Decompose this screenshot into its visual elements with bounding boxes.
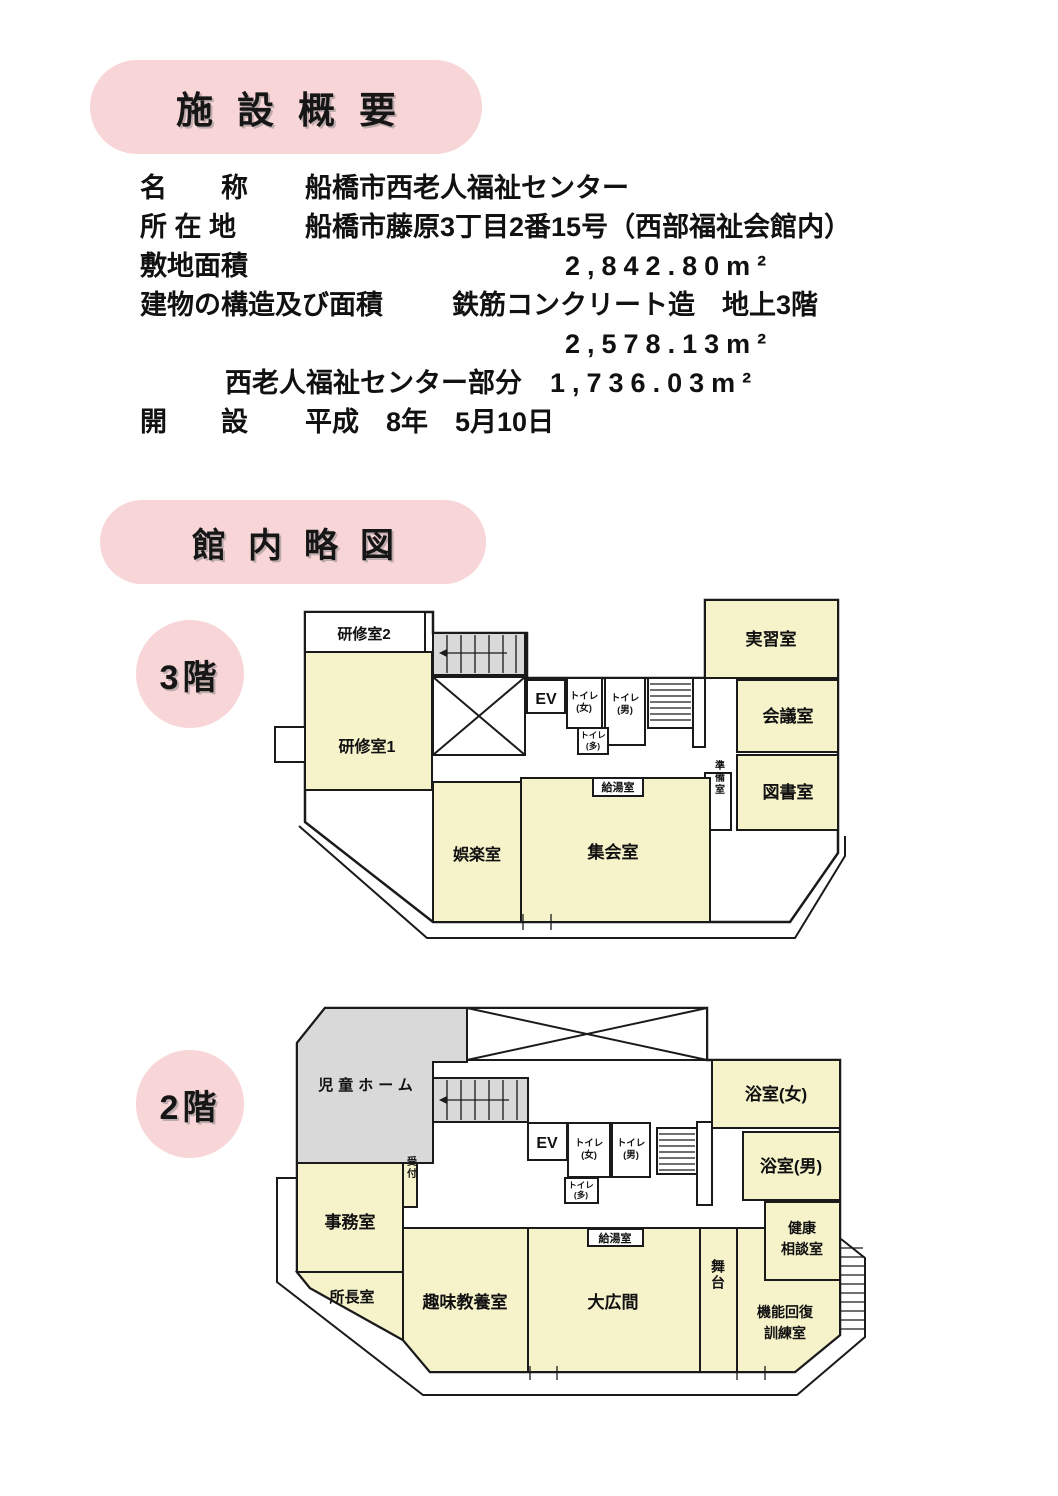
- floor-map-title: 館内略図: [192, 526, 416, 565]
- room-toilet-multi: [577, 727, 609, 755]
- svg-text:(女): (女): [576, 702, 592, 714]
- room-kino: [736, 1227, 841, 1373]
- room-label-toilet-m-2f: トイレ: [617, 1138, 646, 1149]
- room-label-kyuto-3f: 給湯室: [602, 780, 635, 794]
- room-label-toilet-m-3f: トイレ: [611, 693, 640, 704]
- facility-overview-title: 施設概要: [176, 90, 420, 131]
- floor3-corridor-strip: [692, 677, 706, 748]
- room-label-kenko: 健康: [788, 1220, 817, 1236]
- room-kyuto-box-2f: [587, 1228, 644, 1247]
- floor2-stairs-top: [432, 1077, 529, 1123]
- floor-plan-3f: 研修室2 研修室1 EV トイレ (女) トイレ (男) トイレ (多) 実習室…: [274, 598, 846, 939]
- svg-text:相談室: 相談室: [781, 1241, 823, 1257]
- room-label-yokushitsu-w: 浴室(女): [745, 1084, 807, 1104]
- room-kyuto-box: [592, 777, 644, 797]
- floor-3-badge: 3階: [136, 620, 244, 728]
- room-label-uketsuke: 受付: [405, 1155, 417, 1180]
- floor2-outer-corridor: [276, 1177, 866, 1396]
- floor3-outer-corridor: [298, 825, 846, 939]
- room-label-kyuto-2f: 給湯室: [599, 1231, 632, 1245]
- room-label-ev-3f: EV: [535, 691, 557, 708]
- floor-2-badge: 2階: [136, 1050, 244, 1158]
- room-ev: [526, 679, 566, 714]
- floor-plan-2f: 児童ホーム EV トイレ (女) トイレ (男) トイレ (多) 浴室(女) 浴…: [276, 1006, 866, 1396]
- room-butai: [699, 1227, 738, 1373]
- svg-text:(女): (女): [581, 1149, 597, 1161]
- room-yokushitsu-w: [711, 1059, 841, 1129]
- overview-row-structure: 建物の構造及び面積鉄筋コンクリート造 地上3階: [140, 290, 819, 320]
- room-label-jisshu: 実習室: [746, 629, 797, 649]
- svg-text:(多): (多): [586, 741, 600, 751]
- room-shocho: [294, 1271, 404, 1342]
- floor2-external-stairs: [840, 1247, 865, 1330]
- room-label-shumi: 趣味教養室: [422, 1292, 508, 1312]
- svg-text:(男): (男): [623, 1150, 639, 1161]
- room-toilet-women-2f: [567, 1122, 611, 1178]
- room-label-butai: 舞台: [710, 1258, 726, 1291]
- room-label-kaigi: 会議室: [763, 706, 814, 726]
- floor3-stairs-right: [647, 677, 694, 729]
- svg-text:(多): (多): [574, 1190, 588, 1200]
- floor3-stairs-top: [432, 632, 526, 676]
- floor2-door-ticks: [529, 1366, 766, 1380]
- floor3-door-ticks: [522, 914, 552, 930]
- room-shumi: [402, 1227, 529, 1373]
- room-label-tosho: 図書室: [763, 782, 814, 802]
- room-label-kenshu1: 研修室1: [339, 737, 396, 756]
- room-jimu: [296, 1162, 404, 1273]
- room-label-toilet-t-3f: トイレ: [580, 730, 606, 740]
- section-header-facility-overview: 施設概要: [90, 60, 482, 154]
- svg-text:(男): (男): [617, 705, 633, 716]
- room-label-toilet-w-3f: トイレ: [570, 691, 599, 702]
- section-header-floor-map: 館内略図: [100, 500, 486, 584]
- room-kenko: [764, 1201, 841, 1281]
- room-jisshu: [704, 599, 839, 679]
- room-tosho: [736, 754, 839, 831]
- floor2-corridor-strip: [696, 1121, 713, 1206]
- stair-arrow-icon: [439, 1096, 447, 1104]
- floor2-stairs-right: [656, 1127, 698, 1175]
- room-yokushitsu-m: [742, 1131, 841, 1201]
- room-label-ev-2f: EV: [536, 1135, 558, 1152]
- room-label-toilet-w-2f: トイレ: [575, 1138, 604, 1149]
- floor3-left-notch: [274, 726, 306, 763]
- room-label-ohiroma: 大広間: [588, 1292, 639, 1312]
- floor2-void-xbox: [466, 1007, 708, 1061]
- room-label-kenshu2: 研修室2: [337, 625, 390, 643]
- svg-text:訓練室: 訓練室: [764, 1325, 806, 1341]
- room-label-shukai: 集会室: [587, 842, 639, 862]
- room-label-kino: 機能回復: [757, 1304, 814, 1320]
- room-toilet-men-2f: [611, 1122, 651, 1178]
- room-toilet-multi-2f: [564, 1177, 599, 1204]
- overview-row-name: 名 称船橋市西老人福祉センター: [140, 173, 629, 203]
- room-kaigi: [736, 679, 839, 753]
- room-label-yokushitsu-m: 浴室(男): [760, 1156, 822, 1176]
- stair-arrow-icon: [439, 649, 447, 657]
- overview-row-opened: 開 設平成 8年 5月10日: [140, 407, 555, 437]
- facility-overview-list: 名 称船橋市西老人福祉センター 所 在 地船橋市藤原3丁目2番15号（西部福祉会…: [140, 172, 970, 445]
- floor3-void-xbox: [432, 676, 526, 756]
- room-label-toilet-t-2f: トイレ: [568, 1180, 594, 1190]
- room-label-junbi: 準備室: [713, 759, 725, 796]
- room-toilet-men: [604, 677, 646, 746]
- overview-row-address: 所 在 地船橋市藤原3丁目2番15号（西部福祉会館内）: [140, 212, 852, 242]
- room-kenshu1: [304, 651, 433, 791]
- room-kenshu2: [304, 611, 426, 653]
- room-label-jido: 児童ホーム: [317, 1076, 418, 1094]
- room-label-shocho: 所長室: [329, 1288, 374, 1306]
- room-label-jimu: 事務室: [325, 1212, 376, 1232]
- room-label-goraku: 娯楽室: [453, 845, 501, 864]
- overview-row-building-area: 2,578.13m²: [565, 329, 774, 359]
